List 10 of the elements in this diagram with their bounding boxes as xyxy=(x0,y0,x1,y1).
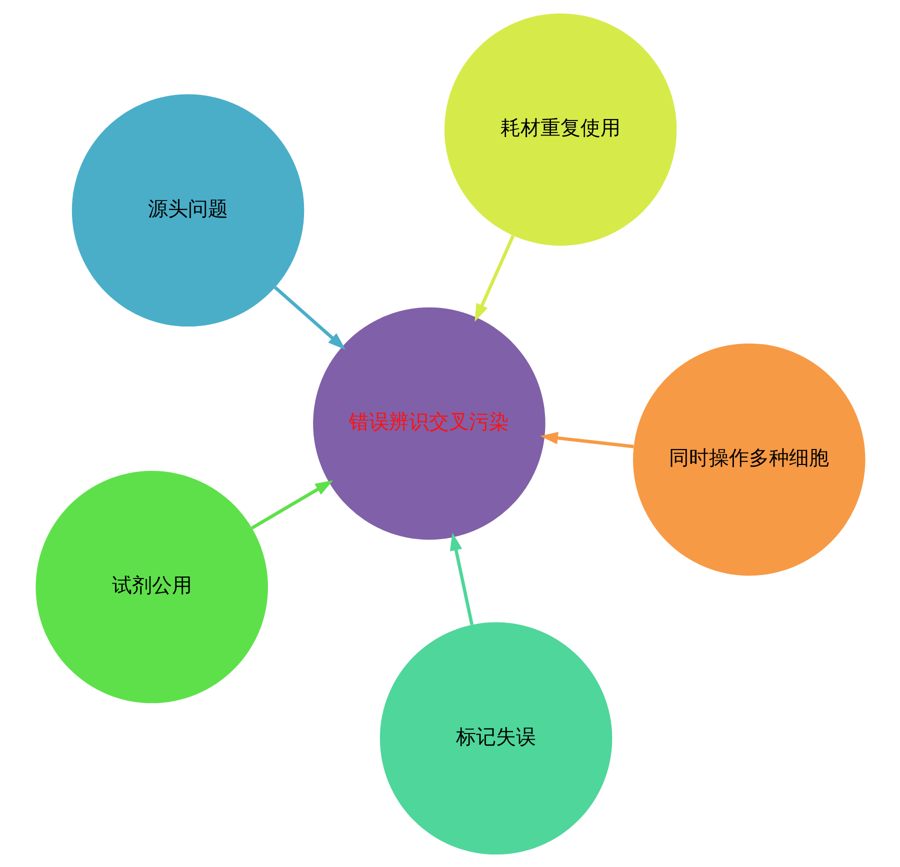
node-circle: 标记失误 xyxy=(379,622,612,854)
node-circle: 同时操作多种细胞 xyxy=(632,342,865,576)
node-circle: 源头问题 xyxy=(71,94,304,326)
arrow xyxy=(250,480,333,529)
arrow xyxy=(540,431,634,448)
node-circle: 试剂公用 xyxy=(35,470,268,703)
arrow xyxy=(449,532,474,625)
arrow xyxy=(474,234,514,322)
node-circle: 耗材重复使用 xyxy=(444,12,676,246)
arrow xyxy=(274,286,346,350)
